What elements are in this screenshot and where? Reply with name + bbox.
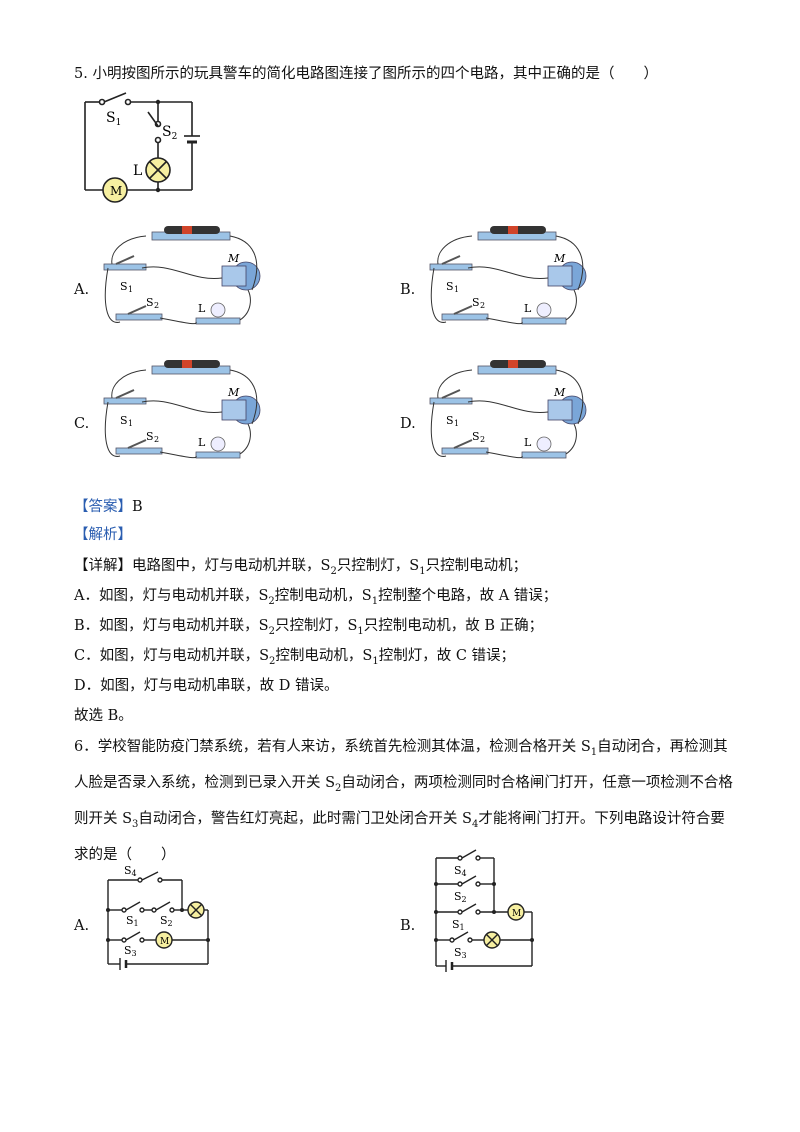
svg-text:1: 1 <box>454 419 459 428</box>
answer-tag: 【答案】 <box>74 499 132 515</box>
svg-text:S1: S1 <box>452 918 465 932</box>
analysis-c: C．如图，灯与电动机并联，S2控制电动机，S1控制灯，故 C 错误； <box>74 648 516 667</box>
q5-option-0-s1-label: S <box>120 280 128 293</box>
q6-option-b-letter[interactable]: B. <box>400 918 416 934</box>
q6-stem: 6．学校智能防疫门禁系统，若有人来访，系统首先检测其体温，检测合格开关 S1自动… <box>74 739 733 863</box>
analysis-a: A．如图，灯与电动机并联，S2控制电动机，S1控制整个电路，故 A 错误； <box>74 588 558 607</box>
svg-text:1: 1 <box>128 419 133 428</box>
q6-option-b-circuit[interactable]: S4 S2 S1 S3 M <box>428 848 548 980</box>
analysis-d: D．如图，灯与电动机串联，故 D 错误。 <box>74 678 339 694</box>
q5-option-0-l-label: L <box>198 302 206 315</box>
q5-option-2-s2-label: S <box>146 430 154 443</box>
svg-text:M: M <box>512 909 521 919</box>
svg-text:S1: S1 <box>126 914 139 928</box>
svg-text:S3: S3 <box>454 946 467 960</box>
svg-text:S1: S1 <box>106 110 121 128</box>
q5-option-2-m-label: M <box>227 386 240 399</box>
q5-option-letter-1[interactable]: B. <box>400 282 416 298</box>
q5-option-3-l-label: L <box>524 436 532 449</box>
svg-text:1: 1 <box>128 285 133 294</box>
svg-text:S2: S2 <box>454 890 467 904</box>
q6-option-a-letter[interactable]: A. <box>74 918 90 934</box>
svg-text:S4: S4 <box>124 864 137 878</box>
q5-option-letter-0[interactable]: A. <box>74 282 90 298</box>
conclusion: 故选 B。 <box>74 708 133 724</box>
q5-s2-sub: 2 <box>172 132 178 142</box>
q5-option-1-s1-label: S <box>446 280 454 293</box>
detail-line: 【详解】电路图中，灯与电动机并联，S2只控制灯，S1只控制电动机； <box>74 558 528 577</box>
svg-text:S2: S2 <box>162 124 177 142</box>
svg-text:2: 2 <box>154 301 159 310</box>
q5-option-letter-3[interactable]: D. <box>400 416 416 432</box>
q5-schematic: S1 S2 L M <box>84 92 200 203</box>
q5-option-0-m-label: M <box>227 252 240 265</box>
q5-stem: 5. 小明按图所示的玩具警车的简化电路图连接了图所示的四个电路，其中正确的是（ … <box>74 66 658 82</box>
svg-text:1: 1 <box>454 285 459 294</box>
svg-text:2: 2 <box>154 435 159 444</box>
q5-lamp-label: L <box>133 163 142 179</box>
q5-option-2-l-label: L <box>198 436 206 449</box>
svg-text:M: M <box>160 937 169 947</box>
q6-option-a-circuit[interactable]: S4 S1 S2 S3 M <box>100 858 220 980</box>
q5-s1-sub: 1 <box>116 118 122 128</box>
q5-option-3-m-label: M <box>553 386 566 399</box>
svg-text:S3: S3 <box>124 944 137 958</box>
q5-motor-label: M <box>110 184 122 198</box>
svg-text:S4: S4 <box>454 864 467 878</box>
analysis-tag: 【解析】 <box>74 527 132 543</box>
answer: B <box>132 499 143 515</box>
q5-option-2-s1-label: S <box>120 414 128 427</box>
q5-option-3-s2-label: S <box>472 430 480 443</box>
q5-option-0-s2-label: S <box>146 296 154 309</box>
svg-text:2: 2 <box>480 301 485 310</box>
q5-option-1-m-label: M <box>553 252 566 265</box>
q5-option-1-l-label: L <box>524 302 532 315</box>
q5-option-letter-2[interactable]: C. <box>74 416 90 432</box>
q5-s2: S <box>162 124 172 140</box>
svg-text:S2: S2 <box>160 914 173 928</box>
q5-s1: S <box>106 110 116 126</box>
svg-text:2: 2 <box>480 435 485 444</box>
analysis-b: B．如图，灯与电动机并联，S2只控制灯，S1只控制电动机，故 B 正确； <box>74 618 544 637</box>
q5-option-3-s1-label: S <box>446 414 454 427</box>
q5-option-1-s2-label: S <box>472 296 480 309</box>
